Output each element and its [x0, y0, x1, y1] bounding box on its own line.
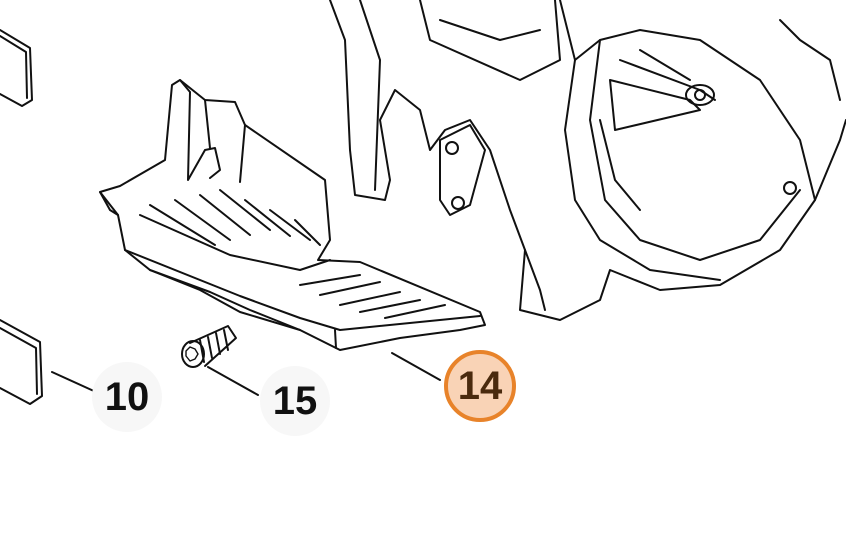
callout-10[interactable]: 10: [92, 362, 162, 432]
callout-15[interactable]: 15: [260, 366, 330, 436]
part-15-screw: [181, 325, 237, 368]
part-10-plate-top: [0, 29, 33, 107]
engine-housing: [329, 0, 846, 321]
leader-line-14: [391, 352, 441, 381]
callout-14-highlighted[interactable]: 14: [444, 350, 516, 422]
part-10-plate-bottom: [0, 319, 43, 405]
leader-line-15: [207, 366, 259, 396]
leader-line-10: [51, 371, 97, 393]
part-14-cover: [99, 79, 486, 351]
